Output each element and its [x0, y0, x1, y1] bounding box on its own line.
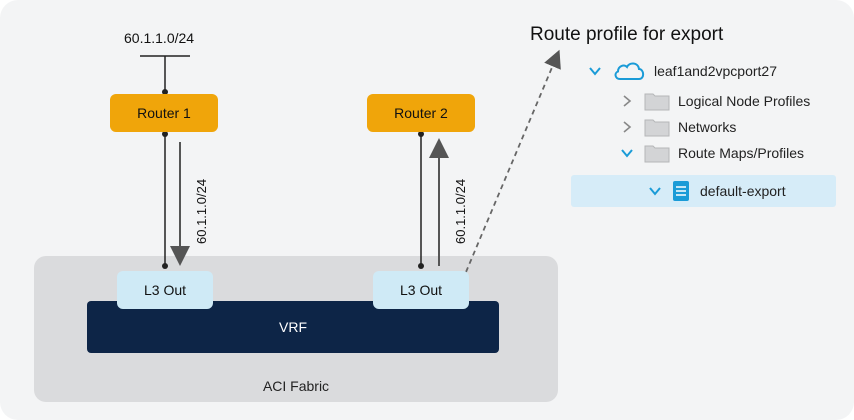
- export-dashed-arrow: [465, 49, 561, 273]
- chevron-right-icon[interactable]: [620, 94, 634, 108]
- folder-icon: [644, 145, 670, 163]
- chevron-down-icon[interactable]: [588, 64, 602, 78]
- tree-item-networks[interactable]: Networks: [620, 116, 736, 138]
- top-subnet-dot: [162, 89, 168, 95]
- l3out-right-port-dot: [418, 263, 424, 269]
- tree-root-row[interactable]: leaf1and2vpcport27: [588, 60, 777, 82]
- right-route-label: 60.1.1.0/24: [453, 178, 468, 244]
- cloud-icon: [614, 62, 645, 80]
- l3out-right: L3 Out: [373, 271, 469, 309]
- folder-icon: [644, 119, 670, 137]
- l3out-left: L3 Out: [117, 271, 213, 309]
- tree-item-default-export-content[interactable]: default-export: [648, 180, 786, 202]
- left-route-label: 60.1.1.0/24: [194, 178, 209, 244]
- router-2: Router 2: [367, 94, 475, 132]
- aci-fabric-label: ACI Fabric: [262, 378, 330, 394]
- chevron-down-icon[interactable]: [648, 184, 662, 198]
- l3out-left-port-dot: [162, 263, 168, 269]
- selected-item-label: default-export: [700, 183, 786, 199]
- tree-item-label: Networks: [678, 119, 737, 135]
- tree-item-label: Logical Node Profiles: [678, 93, 811, 109]
- tree-item-route-maps-profiles[interactable]: Route Maps/Profiles: [620, 142, 804, 164]
- router-1: Router 1: [110, 94, 218, 132]
- folder-icon: [644, 93, 670, 111]
- vrf-block: VRF: [87, 301, 499, 353]
- document-icon: [673, 181, 689, 201]
- tree-item-default-export[interactable]: [571, 175, 836, 207]
- tree-root-label: leaf1and2vpcport27: [654, 63, 777, 79]
- chevron-right-icon[interactable]: [620, 120, 634, 134]
- tree-item-logical-node-profiles[interactable]: Logical Node Profiles: [620, 90, 810, 112]
- tree-item-label: Route Maps/Profiles: [678, 145, 805, 161]
- chevron-down-icon[interactable]: [620, 146, 634, 160]
- top-subnet-label: 60.1.1.0/24: [124, 30, 195, 46]
- route-profile-title: Route profile for export: [530, 24, 724, 45]
